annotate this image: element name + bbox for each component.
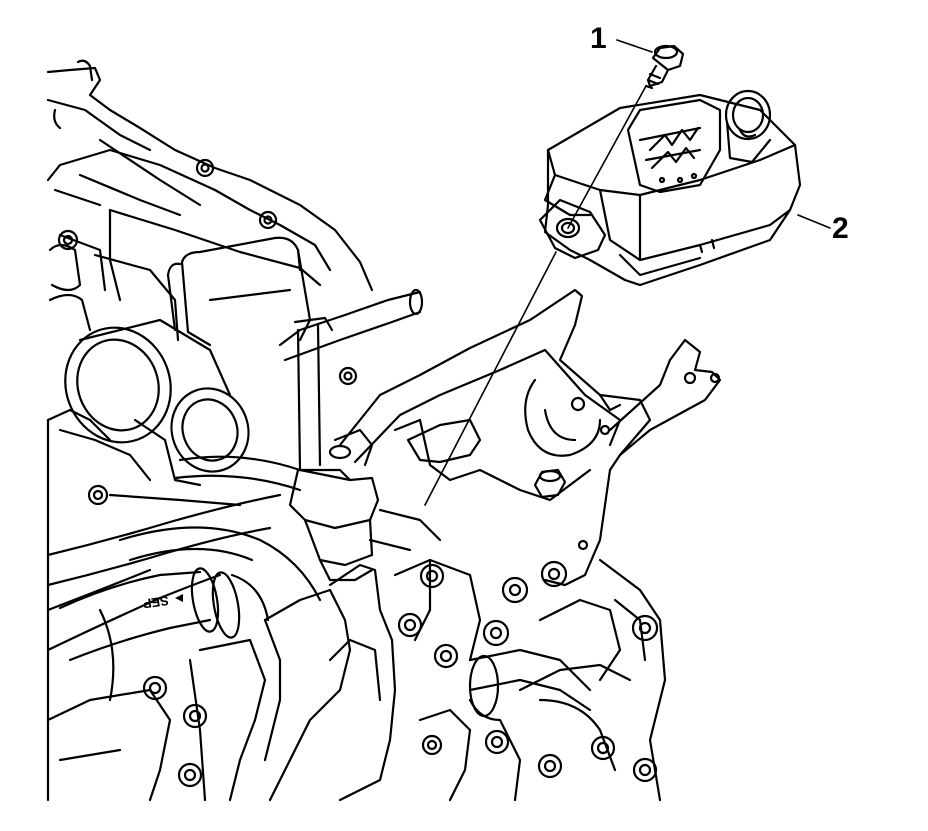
intake-ports xyxy=(58,318,250,487)
bolt-fastener xyxy=(644,44,685,90)
leader-line-2 xyxy=(797,214,831,229)
control-module xyxy=(538,89,802,287)
mounting-bracket xyxy=(338,288,722,587)
lower-assembly xyxy=(46,484,667,802)
callout-2: 2 xyxy=(832,212,849,245)
center-junction xyxy=(288,428,380,582)
leader-lines xyxy=(424,39,831,506)
leader-line-1 xyxy=(616,39,653,53)
install-line-bolt xyxy=(567,85,647,229)
callout-1: 1 xyxy=(590,22,607,55)
hoses xyxy=(46,288,424,662)
bolt-cluster xyxy=(87,484,659,788)
hose-marking: SEP xyxy=(141,593,169,612)
engine-block xyxy=(46,59,374,802)
hose-arrow-icon xyxy=(175,594,183,602)
install-line-mount xyxy=(424,251,557,506)
